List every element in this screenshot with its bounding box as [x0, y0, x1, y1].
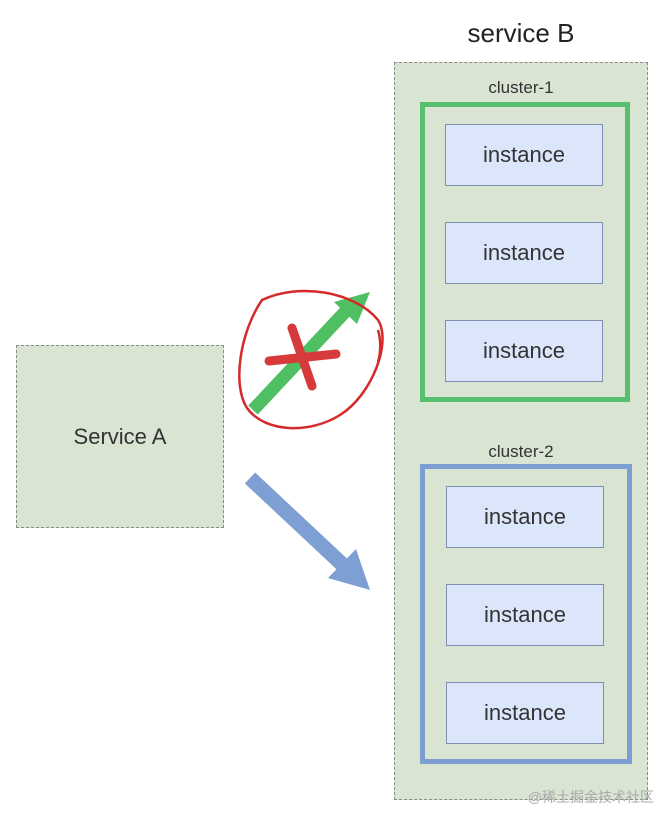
cluster-1: [420, 102, 630, 402]
cluster-2: [420, 464, 632, 764]
blue-arrow-to-cluster-2: [244, 472, 370, 590]
watermark: @稀土掘金技术社区: [527, 789, 654, 805]
blocked-x-icon: [264, 323, 341, 391]
cluster-2-instance-2: instance: [446, 584, 604, 646]
cluster-2-instance-3: instance: [446, 682, 604, 744]
cluster-2-instance-1: instance: [446, 486, 604, 548]
service-b-title: service B: [467, 18, 575, 48]
cluster-1-instance-2: instance: [445, 222, 603, 284]
cluster-1-label: cluster-1: [488, 78, 554, 97]
cluster-1-instance-1: instance: [445, 124, 603, 186]
cluster-2-label: cluster-2: [488, 442, 554, 461]
green-arrow-to-cluster-1: [248, 292, 370, 415]
cluster-1-instance-3: instance: [445, 320, 603, 382]
service-a-box: Service A: [16, 345, 224, 528]
red-circle-scribble: [238, 289, 384, 430]
service-a-label: Service A: [73, 423, 167, 449]
